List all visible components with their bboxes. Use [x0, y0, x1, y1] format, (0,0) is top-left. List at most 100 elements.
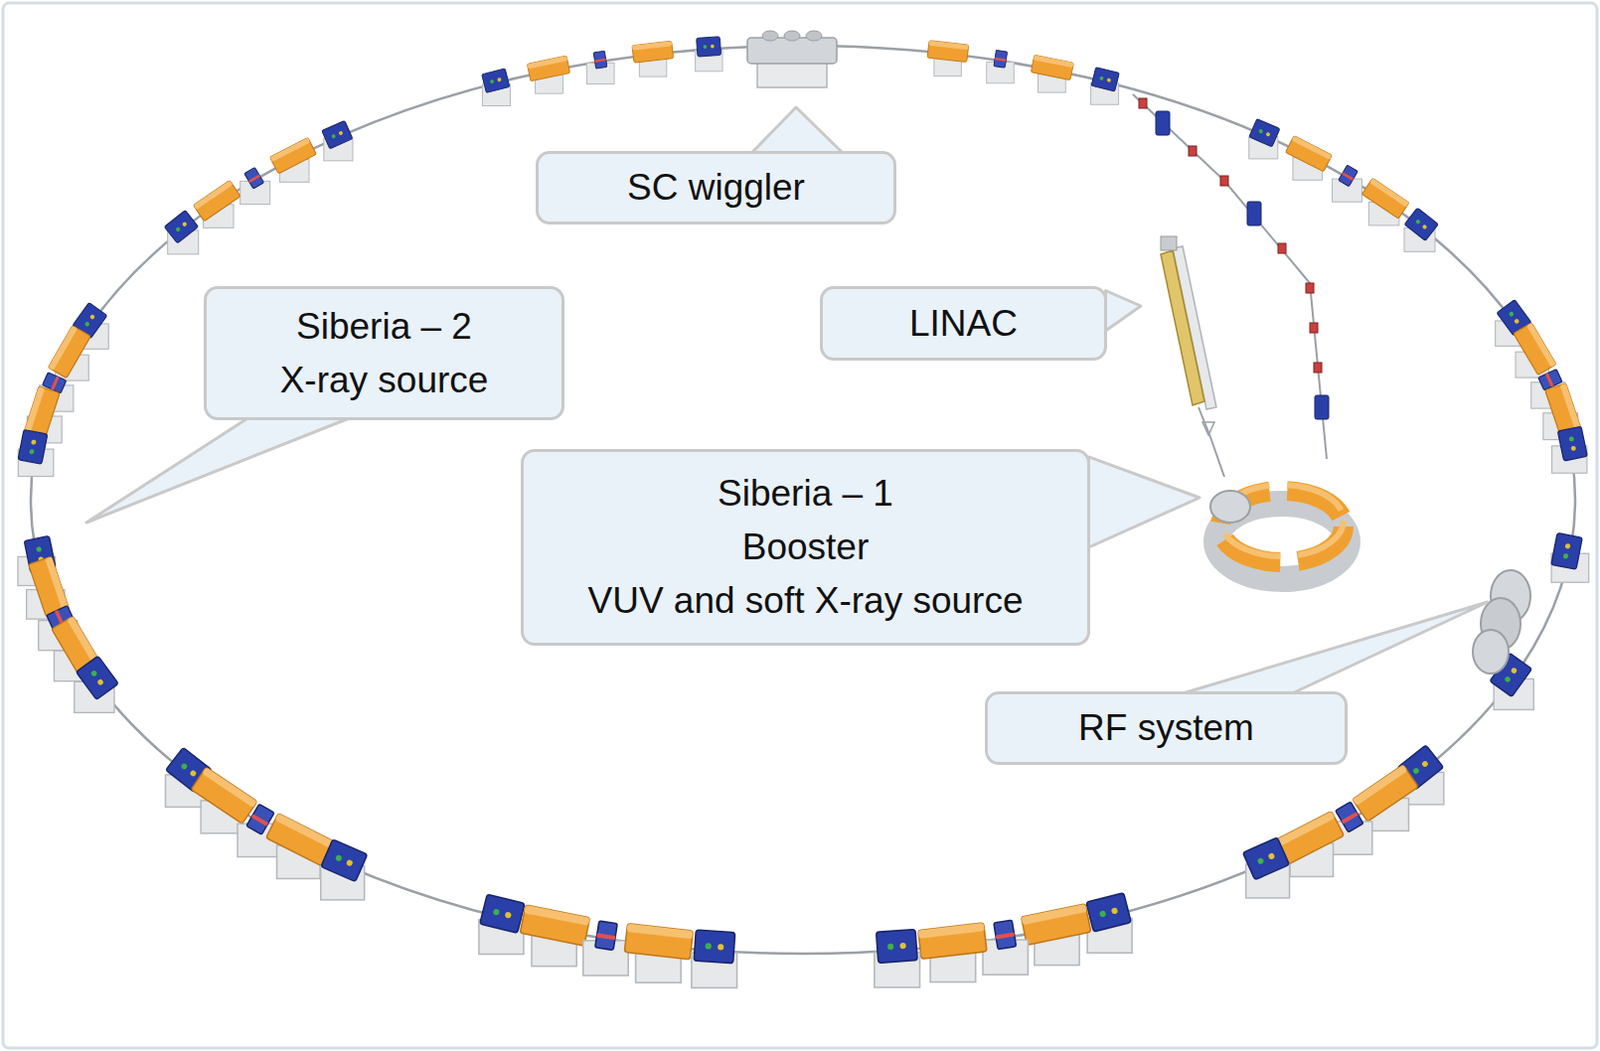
magnet-body	[993, 49, 1008, 68]
magnet-body	[526, 55, 570, 81]
magnet-coil	[994, 57, 1007, 62]
callout-box: Siberia – 1BoosterVUV and soft X-ray sou…	[520, 449, 1091, 646]
magnet-coil	[704, 943, 712, 951]
magnet-coil	[1421, 760, 1430, 769]
magnet-coil	[1107, 77, 1113, 83]
callout-box: Siberia – 2X-ray source	[203, 286, 565, 421]
magnet-unit	[1551, 532, 1590, 583]
magnet-unit	[583, 921, 629, 976]
dipole-top	[1021, 904, 1088, 926]
magnet-body	[624, 924, 693, 960]
magnet-unit	[519, 905, 590, 967]
magnet-unit	[1086, 893, 1132, 954]
magnet-unit	[270, 138, 318, 183]
magnet-unit	[1091, 67, 1120, 106]
magnet-coil	[345, 859, 354, 868]
callout-box: RF system	[984, 691, 1348, 766]
magnet-coil	[1508, 311, 1515, 318]
dipole-magnet	[632, 40, 674, 63]
magnet-coil	[179, 762, 188, 771]
magnet-unit	[986, 49, 1015, 83]
magnet-body	[190, 767, 258, 824]
quadrupole-magnet	[1086, 893, 1131, 933]
magnet-body	[1338, 164, 1359, 186]
magnet-unit	[1361, 177, 1410, 226]
magnet-body	[1285, 136, 1333, 172]
magnet-coil	[496, 77, 502, 83]
magnet-unit	[320, 839, 368, 901]
magnet-unit	[982, 920, 1028, 975]
magnet-coil	[887, 944, 895, 952]
magnet-body	[1249, 119, 1280, 148]
magnet-coil	[28, 449, 35, 456]
magnet-coil	[1565, 543, 1572, 550]
dipole-magnet	[47, 325, 91, 379]
magnet-coil	[248, 174, 261, 184]
linac-gun	[1160, 236, 1177, 251]
dipole-magnet	[270, 138, 318, 174]
magnet-coil	[1415, 218, 1422, 225]
quadrupole-magnet	[480, 894, 525, 934]
magnet-body	[993, 920, 1017, 950]
dipole-top	[1291, 136, 1333, 160]
magnet-unit	[691, 930, 738, 988]
dipole-magnet	[526, 55, 570, 81]
callout-pointer	[1089, 457, 1201, 548]
beam-pipe	[30, 45, 1576, 955]
callout-pointer	[1106, 291, 1142, 332]
callout-text: Siberia – 2	[296, 300, 473, 354]
dipole-top	[192, 180, 233, 211]
dipole-magnet	[519, 905, 590, 947]
wiggler-port	[762, 30, 779, 41]
magnet-unit	[17, 430, 54, 478]
magnet-coil	[717, 944, 725, 952]
magnet-body	[192, 180, 241, 222]
magnet-body	[47, 325, 91, 379]
magnet-unit	[1243, 837, 1290, 899]
magnet-coil	[596, 933, 616, 941]
linac-line	[1198, 407, 1225, 478]
magnet-coil	[89, 314, 96, 320]
magnet-body	[918, 923, 987, 960]
sextupole-magnet	[1338, 164, 1359, 186]
dipole-magnet	[918, 923, 987, 960]
magnet-body	[1352, 765, 1419, 822]
magnet-unit	[74, 655, 119, 713]
transfer-line	[1132, 94, 1327, 460]
magnet-body	[76, 655, 120, 700]
magnet-coil	[1265, 132, 1271, 138]
transfer-element	[1309, 322, 1318, 333]
quadrupole-magnet	[320, 839, 368, 883]
rf-cavity	[1472, 630, 1509, 674]
transfer-element	[1278, 243, 1286, 254]
magnet-unit	[632, 40, 674, 77]
magnet-body	[1091, 67, 1120, 92]
transfer-magnet	[1247, 201, 1262, 226]
dipole-top	[44, 556, 69, 612]
dipole-top	[1276, 811, 1336, 848]
magnet-coil	[1111, 907, 1119, 915]
magnet-body	[320, 839, 368, 883]
dipole-top	[523, 905, 590, 927]
magnet-coil	[1099, 910, 1107, 918]
dipole-magnet	[190, 767, 258, 824]
magnet-coil	[1099, 76, 1105, 82]
magnet-body	[321, 120, 353, 149]
magnet-coil	[96, 678, 105, 687]
magnet-unit	[1332, 164, 1363, 202]
sextupole-magnet	[593, 50, 608, 69]
magnet-coil	[84, 320, 91, 327]
quadrupole-magnet	[1091, 67, 1120, 92]
quadrupole-magnet	[1551, 532, 1583, 570]
callout-text: VUV and soft X-ray source	[587, 574, 1023, 629]
magnet-coil	[1412, 767, 1421, 776]
magnet-body	[163, 210, 198, 244]
magnet-body	[1513, 322, 1557, 376]
magnet-body	[480, 894, 525, 934]
rf-system	[1472, 570, 1531, 674]
magnet-unit	[479, 894, 525, 955]
magnet-coil	[174, 226, 181, 233]
dipole-top	[1369, 177, 1410, 207]
quadrupole-magnet	[696, 36, 722, 57]
dipole-top	[526, 55, 568, 69]
